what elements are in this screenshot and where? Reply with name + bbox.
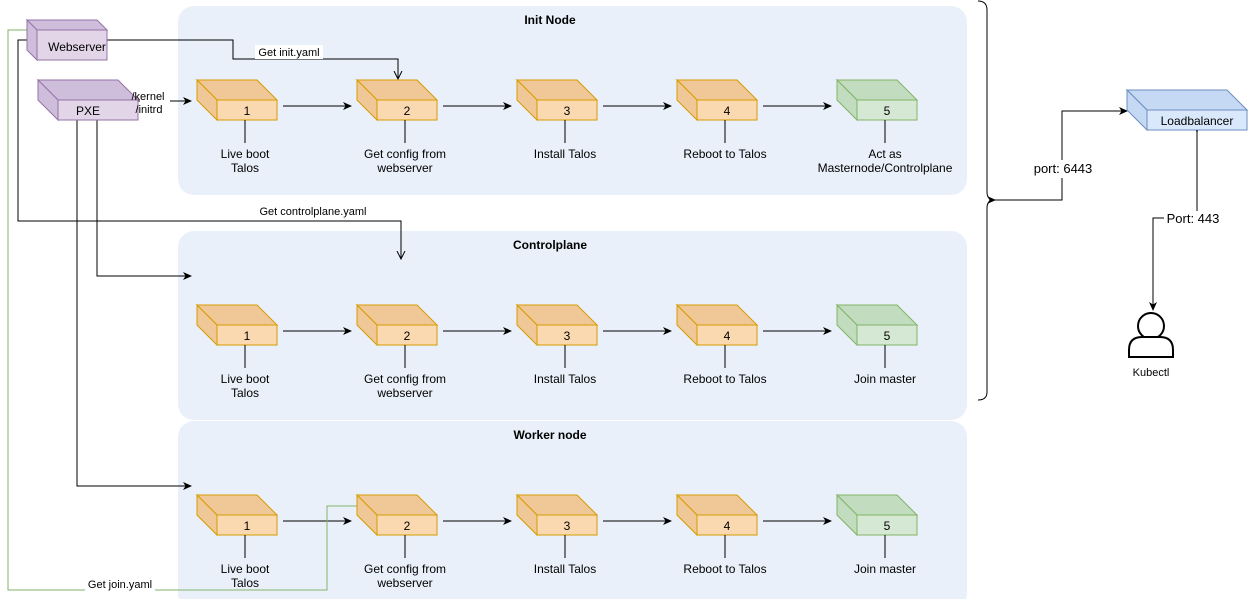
step-description: Install Talos (534, 147, 596, 161)
webserver-label: Webserver (48, 40, 106, 54)
step-description: webserver (376, 576, 432, 590)
step-description: Join master (854, 562, 916, 576)
step-number: 5 (884, 329, 891, 343)
controlplane-group-title: Controlplane (513, 238, 587, 252)
step-number: 5 (884, 519, 891, 533)
worker-node-group-title: Worker node (513, 428, 586, 442)
kubectl-label: Kubectl (1133, 367, 1170, 379)
edge-get-join-yaml (7, 29, 373, 591)
get-init-yaml-label: Get init.yaml (258, 47, 319, 59)
step-number: 1 (244, 104, 251, 118)
step-description: Install Talos (534, 372, 596, 386)
step-description: webserver (376, 386, 432, 400)
step-description: Join master (854, 372, 916, 386)
pxe-initrd-label: /initrd (136, 104, 163, 116)
step-number: 3 (564, 519, 571, 533)
step-description: Reboot to Talos (683, 562, 766, 576)
port-443-label: Port: 443 (1167, 211, 1220, 226)
loadbalancer-label: Loadbalancer (1161, 114, 1234, 128)
step-description: Get config from (364, 372, 446, 386)
get-controlplane-yaml-label: Get controlplane.yaml (260, 206, 367, 218)
step-description: webserver (376, 161, 432, 175)
step-number: 3 (564, 104, 571, 118)
step-description: Masternode/Controlplane (818, 161, 953, 175)
user-icon (1128, 312, 1174, 358)
step-description: Live boot (221, 372, 270, 386)
step-number: 1 (244, 329, 251, 343)
step-number: 1 (244, 519, 251, 533)
edge-pxe-controlplane (96, 120, 192, 280)
get-join-yaml-label: Get join.yaml (88, 579, 152, 591)
edge-port-6443 (987, 107, 1128, 204)
step-number: 3 (564, 329, 571, 343)
step-description: Reboot to Talos (683, 147, 766, 161)
pxe-kernel-label: /kernel (131, 91, 164, 103)
step-description: Talos (231, 576, 259, 590)
step-number: 2 (404, 519, 411, 533)
port-6443-label: port: 6443 (1034, 161, 1093, 176)
step-number: 4 (724, 104, 731, 118)
step-description: Get config from (364, 147, 446, 161)
step-number: 4 (724, 519, 731, 533)
init-node-group-title: Init Node (524, 13, 576, 27)
step-description: Live boot (221, 147, 270, 161)
edge-get-init-yaml (107, 39, 398, 79)
step-description: Talos (231, 161, 259, 175)
webserver-box[interactable]: Webserver (25, 18, 109, 62)
edge-get-controlplane-yaml (17, 39, 401, 259)
step-description: Act as (868, 147, 901, 161)
step-number: 2 (404, 329, 411, 343)
pxe-label: PXE (76, 104, 100, 118)
step-description: Talos (231, 386, 259, 400)
step-description: Reboot to Talos (683, 372, 766, 386)
pxe-box[interactable]: PXE (36, 78, 140, 122)
step-description: Get config from (364, 562, 446, 576)
step-description: Live boot (221, 562, 270, 576)
edge-pxe-worker (76, 120, 192, 490)
cluster-brace (977, 0, 996, 401)
step-number: 5 (884, 104, 891, 118)
step-number: 2 (404, 104, 411, 118)
step-description: Install Talos (534, 562, 596, 576)
loadbalancer-box[interactable]: Loadbalancer (1125, 88, 1248, 132)
step-number: 4 (724, 329, 731, 343)
